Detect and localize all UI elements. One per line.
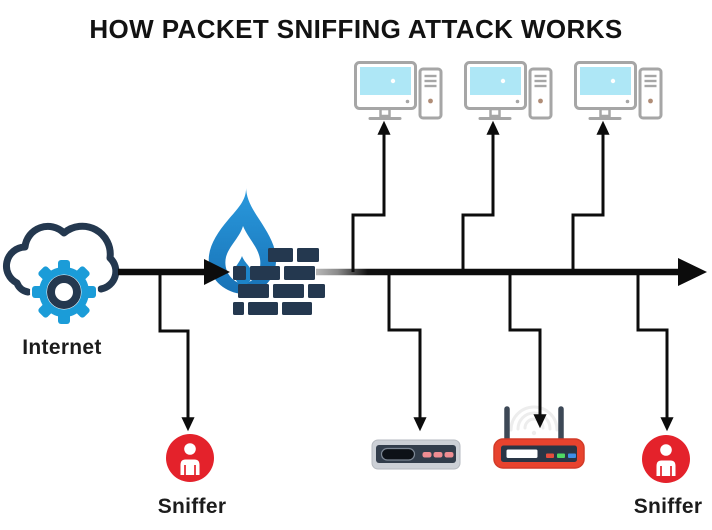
brick-wall xyxy=(233,248,325,315)
sniffer-label-left: Sniffer xyxy=(157,495,227,518)
network-switch-icon xyxy=(371,439,461,470)
desktop-computer-icon xyxy=(354,61,443,120)
sniffer-tap-arrow-right xyxy=(636,275,674,432)
firewall-flame-brick-icon xyxy=(208,186,325,315)
attacker-person-icon xyxy=(165,433,215,483)
wifi-waves-icon xyxy=(509,405,559,436)
gear-icon xyxy=(32,260,96,324)
desktop-computer-icon xyxy=(574,61,663,120)
internet-label: Internet xyxy=(22,336,102,359)
uplink-arrow-pc2 xyxy=(461,120,500,272)
attacker-person-icon xyxy=(641,434,691,484)
wifi-router-icon xyxy=(493,405,585,469)
desktop-computer-icon xyxy=(464,61,553,120)
downlink-arrow-router xyxy=(508,275,547,429)
downlink-arrow-switch xyxy=(387,275,427,432)
internet-flow-arrow xyxy=(118,259,230,285)
diagram-title: HOW PACKET SNIFFING ATTACK WORKS xyxy=(89,14,623,44)
uplink-arrow-pc3 xyxy=(571,120,610,272)
network-backbone-line xyxy=(316,258,707,286)
sniffer-tap-arrow-left xyxy=(158,275,195,432)
sniffer-label-right: Sniffer xyxy=(633,495,703,518)
cloud-gear-icon xyxy=(2,222,120,326)
uplink-arrow-pc1 xyxy=(351,120,391,272)
